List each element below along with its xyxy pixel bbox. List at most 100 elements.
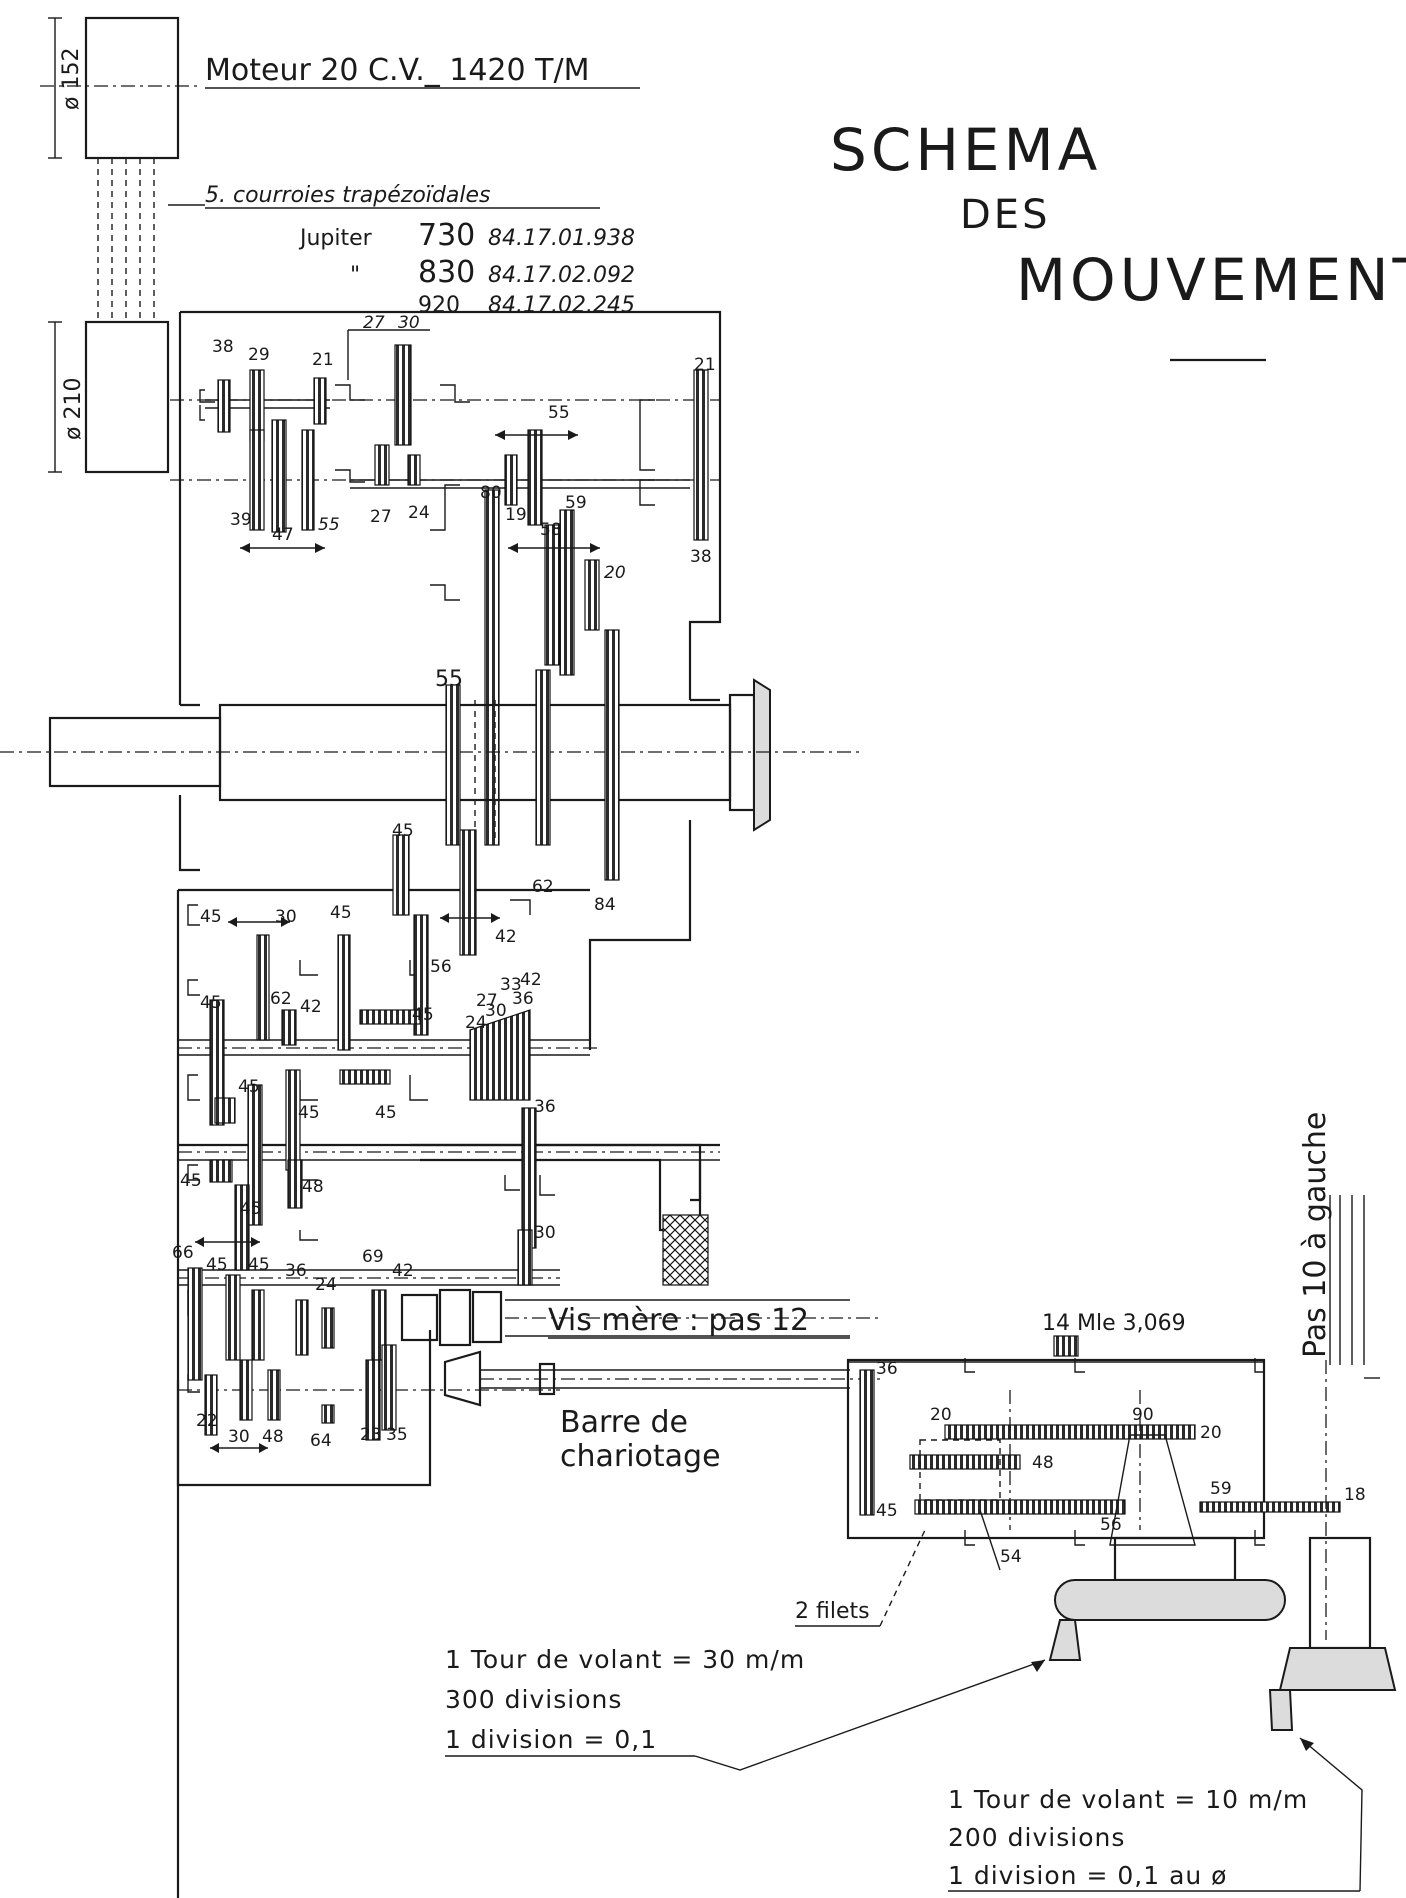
- gear-label: 27: [370, 507, 392, 527]
- longitudinal-handwheel: [1048, 1536, 1286, 1661]
- gear-label: 47: [272, 525, 294, 545]
- gear-label: 20: [604, 563, 626, 583]
- cross-note: 1 Tour de volant = 10 m/m 200 divisions …: [948, 1737, 1363, 1892]
- gear-55-b: [527, 429, 543, 526]
- cross-pitch-label: Pas 10 à gauche: [1298, 1112, 1333, 1358]
- gear-label: 48: [262, 1427, 284, 1447]
- note-long-line-3: 1 division = 0,1: [445, 1725, 657, 1754]
- gear-55-a: [301, 429, 315, 531]
- gear-label: 48: [1032, 1453, 1054, 1473]
- gear-48: [287, 1159, 303, 1209]
- note-cross-line-2: 200 divisions: [948, 1823, 1125, 1852]
- shift-arrows: [240, 430, 600, 553]
- belt-row-1-model: Jupiter: [298, 226, 373, 251]
- gear-label: 42: [392, 1261, 414, 1281]
- gear-label: 18: [1344, 1485, 1366, 1505]
- gear-36-b: [295, 1299, 309, 1356]
- lead-screw: Vis mère : pas 12: [400, 1288, 880, 1347]
- gear-label: 66: [172, 1243, 194, 1263]
- gear-45-k: [251, 1289, 265, 1361]
- lead-screw-label: Vis mère : pas 12: [548, 1303, 809, 1338]
- gear-84: [604, 629, 620, 881]
- gear-30: [394, 344, 412, 446]
- gear-30-c: [239, 1359, 253, 1421]
- motor-pulley-top: [84, 16, 180, 160]
- belt-row-1-ref: 84.17.01.938: [488, 226, 635, 251]
- gear-cone-stack: [469, 1009, 531, 1101]
- gear-label: 30: [534, 1223, 556, 1243]
- gear-label: 19: [505, 505, 527, 525]
- gear-label: 36: [512, 989, 534, 1009]
- gear-39: [249, 429, 265, 531]
- gear-label: 27: [363, 313, 385, 333]
- two-starts-callout: 2 filets: [795, 1529, 926, 1627]
- gear-label: 29: [248, 345, 270, 365]
- note-long-line-1: 1 Tour de volant = 30 m/m: [445, 1645, 805, 1674]
- headstock-gear-numbers: 38 29 21 27 30 21 55 39 47 55 27 24 80 1…: [212, 313, 716, 915]
- gear-label: 42: [495, 927, 517, 947]
- gear-23: [365, 1359, 381, 1441]
- gear-cluster-b: [339, 1069, 391, 1085]
- gear-label: 35: [386, 1425, 408, 1445]
- gear-label: 54: [1000, 1547, 1022, 1567]
- gear-24: [407, 454, 421, 486]
- gear-label: 36: [876, 1359, 898, 1379]
- gear-label: 45: [392, 821, 414, 841]
- gear-label: 62: [270, 989, 292, 1009]
- gear-45-j: [225, 1274, 241, 1361]
- main-spindle: [0, 629, 860, 881]
- gear-27: [374, 444, 390, 486]
- gearbox-gears: [187, 829, 537, 1441]
- gear-label: 39: [230, 510, 252, 530]
- gear-45-a: [256, 934, 270, 1041]
- pinion-14: [1053, 1335, 1079, 1357]
- gear-label: 45: [412, 1005, 434, 1025]
- note-long-line-2: 300 divisions: [445, 1685, 622, 1714]
- gear-label: 24: [408, 503, 430, 523]
- headstock-gears: [217, 329, 709, 846]
- note-cross-line-1: 1 Tour de volant = 10 m/m: [948, 1785, 1308, 1814]
- gear-62: [535, 669, 551, 846]
- gear-label: 48: [302, 1177, 324, 1197]
- gear-label: 38: [212, 337, 234, 357]
- longitudinal-handwheel-rim: [1054, 1579, 1286, 1621]
- apron-gear-90: [944, 1424, 1196, 1440]
- spindle-pulley: [84, 320, 170, 474]
- gear-label: 36: [285, 1261, 307, 1281]
- gear-cluster-a: [359, 1009, 421, 1025]
- gear-label: 55: [548, 403, 570, 423]
- gear-label: 45: [200, 907, 222, 927]
- motor-pulley-diameter: ø 152: [59, 48, 84, 110]
- gear-label: 42: [520, 970, 542, 990]
- gear-label: 45: [330, 903, 352, 923]
- belt-row-3-ref: 84.17.02.245: [488, 293, 635, 318]
- gear-label: 24: [315, 1275, 337, 1295]
- gear-label: 55: [318, 515, 340, 535]
- gear-20: [584, 559, 600, 631]
- gear-label: 80: [480, 483, 502, 503]
- gear-45-c: [413, 914, 429, 1036]
- gear-label: 21: [312, 350, 334, 370]
- two-starts-label: 2 filets: [795, 1599, 870, 1624]
- gear-label: 20: [930, 1405, 952, 1425]
- gear-38: [217, 379, 231, 433]
- apron-gear-36: [859, 1369, 875, 1516]
- gear-19: [504, 454, 518, 506]
- gear-64: [321, 1404, 335, 1424]
- note-cross-line-3: 1 division = 0,1 au ø: [948, 1861, 1227, 1890]
- gear-label: 30: [485, 1001, 507, 1021]
- gearbox-housing: [176, 888, 720, 1898]
- apron-gear-numbers: 36 20 90 20 48 59 18 45 56 54: [876, 1359, 1366, 1567]
- belt-row-1-size: 730: [418, 218, 475, 253]
- apron-housing: 14 Mle 3,069: [846, 1311, 1341, 1640]
- gear-label: 27: [476, 991, 498, 1011]
- title-line-1: SCHEMA: [830, 116, 1101, 184]
- spindle-chuck-plate: [753, 678, 771, 832]
- gear-58: [544, 524, 560, 666]
- belt-row-3-size: 920: [418, 293, 460, 318]
- gear-label: 36: [534, 1097, 556, 1117]
- gear-22: [204, 1374, 218, 1436]
- gear-label: 56: [1100, 1515, 1122, 1535]
- gear-label: 59: [1210, 1479, 1232, 1499]
- gear-label: 45: [298, 1103, 320, 1123]
